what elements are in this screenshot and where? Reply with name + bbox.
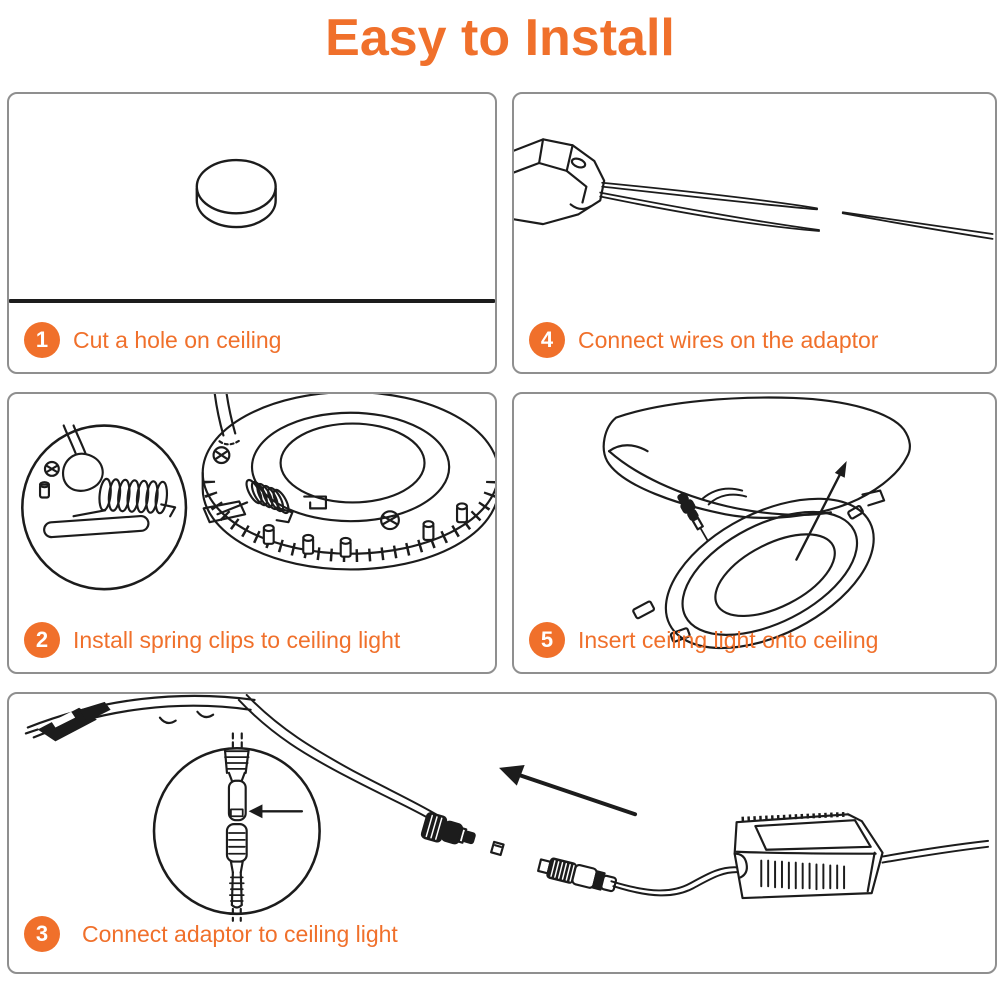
adaptor-connection-illustration — [24, 694, 989, 922]
ceiling-light-panel-icon — [664, 497, 875, 650]
page-title: Easy to Install — [325, 9, 675, 67]
adaptor-box-icon — [514, 138, 606, 226]
magnifier-detail-icon — [152, 732, 321, 922]
step-number-badge: 2 — [24, 622, 60, 658]
step-caption: 5 Insert ceiling light onto ceiling — [529, 622, 878, 658]
ceiling-light-back-icon — [201, 394, 495, 571]
step-caption: 2 Install spring clips to ceiling light — [24, 622, 400, 658]
step-panel-4: 4 Connect wires on the adaptor — [512, 92, 997, 374]
detail-arrow-icon — [248, 804, 304, 819]
ceiling-light-edge-icon — [24, 694, 256, 742]
step-panel-1: 1 Cut a hole on ceiling — [7, 92, 497, 374]
adaptor-wire-icon — [610, 866, 742, 897]
connector-detail-icon — [223, 732, 250, 922]
step-number-badge: 5 — [529, 622, 565, 658]
step-caption: 3 Connect adaptor to ceiling light — [24, 916, 398, 952]
step-panel-3: 3 Connect adaptor to ceiling light — [7, 692, 997, 974]
spring-clip-icon — [202, 478, 294, 524]
connect-direction-arrow-icon — [499, 764, 638, 817]
insert-arrow-icon — [795, 461, 847, 561]
hole-cut-in-ceiling-illustration — [9, 158, 495, 303]
step-caption: 1 Cut a hole on ceiling — [24, 322, 281, 358]
mounting-pegs-icon — [262, 502, 468, 558]
male-plug-icon — [420, 812, 476, 845]
step-panel-2: 2 Install spring clips to ceiling light — [7, 392, 497, 674]
hanging-wire-icon — [701, 487, 748, 506]
step-panel-5: 5 Insert ceiling light onto ceiling — [512, 392, 997, 674]
light-wire-icon — [237, 694, 437, 822]
step-label: Connect wires on the adaptor — [578, 326, 879, 353]
step-label: Cut a hole on ceiling — [73, 326, 282, 353]
step-number-badge: 4 — [529, 322, 565, 358]
mains-wire-icon — [880, 839, 989, 864]
driver-box-icon — [733, 811, 884, 900]
dc-connector-icon — [677, 492, 709, 542]
step-label: Insert ceiling light onto ceiling — [578, 626, 879, 653]
socket-tip-icon — [490, 840, 505, 857]
step-caption: 4 Connect wires on the adaptor — [529, 322, 878, 358]
step-number-badge: 1 — [24, 322, 60, 358]
adaptor-wires-icon — [599, 181, 820, 232]
step-label: Install spring clips to ceiling light — [73, 626, 401, 653]
female-jack-icon — [537, 857, 618, 893]
wires-on-adaptor-illustration — [514, 138, 994, 240]
supply-wire-icon — [841, 211, 994, 240]
ceiling-hole-icon — [195, 158, 277, 215]
ceiling-opening-icon — [602, 396, 911, 519]
magnifier-detail-icon — [21, 424, 188, 591]
step-number-badge: 3 — [24, 916, 60, 952]
light-into-ceiling-illustration — [602, 396, 911, 650]
spring-clips-illustration — [21, 394, 495, 591]
step-label: Connect adaptor to ceiling light — [82, 920, 398, 947]
